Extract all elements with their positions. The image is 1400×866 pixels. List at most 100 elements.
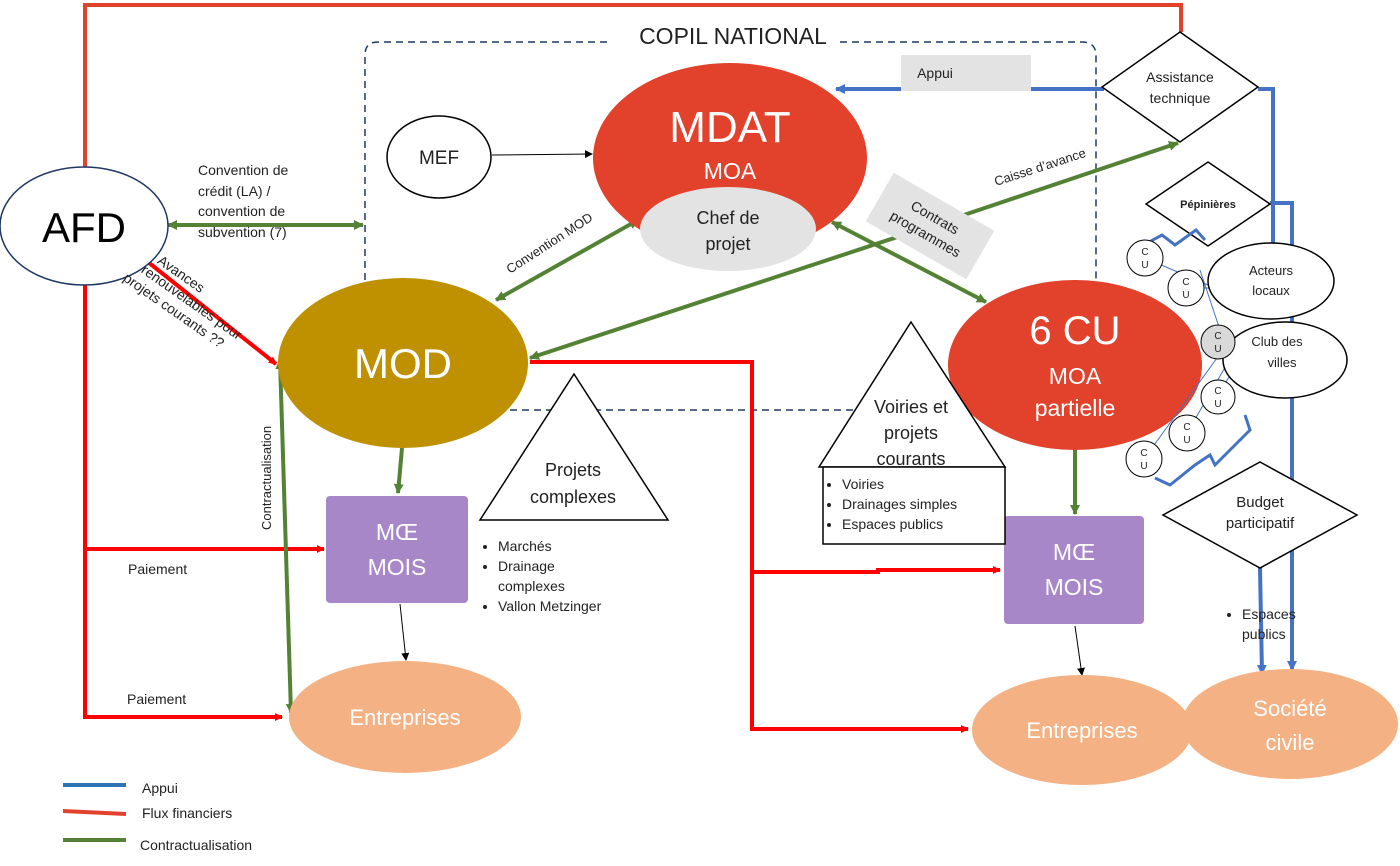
complexes-item: Drainage complexes <box>498 556 618 596</box>
entreprises-right-node <box>972 675 1192 785</box>
conv-credit-l4: subvention (7) <box>198 224 287 240</box>
appui-budget-down <box>1256 567 1267 675</box>
contract-flows <box>167 141 1179 714</box>
chef-de-projet-node <box>640 187 816 271</box>
cu-circle-4: CU <box>1200 379 1236 415</box>
convention-mod-label: Convention MOD <box>503 210 595 277</box>
societe-l1: Société <box>1253 696 1326 721</box>
svg-text:U: U <box>1214 399 1221 410</box>
contractualisation-vertical-label: Contractualisation <box>259 426 274 530</box>
contrats-programmes-box: Contrats programmes <box>865 172 995 280</box>
contract-mdat-cu <box>831 220 987 304</box>
assistance-technique-node <box>1100 31 1260 143</box>
svg-text:U: U <box>1183 435 1190 446</box>
contract-vertical <box>275 359 296 714</box>
mdat-sub: MOA <box>704 158 757 184</box>
svg-text:C: C <box>1182 277 1189 288</box>
legend-flux-swatch <box>62 809 127 816</box>
voiries-list-box <box>822 466 1006 545</box>
appui-box-label: Appui <box>917 65 953 81</box>
legend: Appui Flux financiers Contractualisation <box>62 780 252 853</box>
svg-text:C: C <box>1214 386 1221 397</box>
mod-node <box>278 278 528 448</box>
moe-box-left <box>326 496 468 603</box>
moe-left-l2: MOIS <box>368 554 427 580</box>
cu-circle-2: CU <box>1167 269 1205 307</box>
voiries-list: Voiries Drainages simples Espaces public… <box>822 474 1002 534</box>
cu-circle-3: CU <box>1200 324 1236 360</box>
bracket-top <box>1137 228 1207 250</box>
svg-text:C: C <box>1214 331 1221 342</box>
assistance-l1: Assistance <box>1146 69 1214 85</box>
svg-text:C: C <box>1183 422 1190 433</box>
complexes-item: Marchés <box>498 536 668 556</box>
svg-text:U: U <box>1140 461 1147 472</box>
moe-right-l2: MOIS <box>1045 574 1104 600</box>
acteurs-l1: Acteurs <box>1249 263 1294 278</box>
pepinieres-node <box>1144 161 1272 247</box>
cu-sub2: partielle <box>1035 395 1116 421</box>
svg-text:U: U <box>1182 290 1189 301</box>
arrow-moe-entreprises-left <box>399 603 410 661</box>
cu-sub1: MOA <box>1049 363 1102 389</box>
voiries-item: Espaces publics <box>842 514 1002 534</box>
assistance-l2: technique <box>1150 90 1211 106</box>
cu-title: 6 CU <box>1029 309 1120 353</box>
voiries-item: Voiries <box>842 474 1002 494</box>
svg-text:C: C <box>1140 448 1147 459</box>
chef-l1: Chef de <box>696 208 759 228</box>
mod-label: MOD <box>354 340 452 387</box>
afd-node <box>0 166 169 286</box>
complexes-list: Marchés Drainage complexes Vallon Metzin… <box>478 536 668 616</box>
flux-mod-right <box>530 360 969 733</box>
cu-circles: CU CU CU CU CU CU <box>1125 239 1236 478</box>
flux-top-line <box>83 3 1183 170</box>
cu-circle-6: CU <box>1125 440 1163 478</box>
triangle-projets-complexes <box>478 372 670 521</box>
contract-mdat-mod <box>495 218 639 302</box>
flux-afd-vertical <box>83 280 283 721</box>
voiries-item: Drainages simples <box>842 494 1002 514</box>
afd-label: AFD <box>42 204 126 251</box>
vt-l3: courants <box>876 449 945 469</box>
flux-moe-right <box>752 566 1001 574</box>
arrow-mef-mdat <box>491 150 593 159</box>
acteurs-l2: locaux <box>1252 283 1290 298</box>
legend-appui-label: Appui <box>142 780 178 796</box>
entreprises-left-label: Entreprises <box>349 705 460 730</box>
club-l2: villes <box>1268 355 1297 370</box>
societe-civile-node <box>1182 669 1398 779</box>
appui-box <box>901 55 1031 91</box>
moe-right-l1: MŒ <box>1053 539 1095 565</box>
vt-l2: projets <box>884 423 938 443</box>
caisse-avance-label: Caisse d’avance <box>992 145 1087 189</box>
conv-credit-l3: convention de <box>198 203 285 219</box>
societe-l2: civile <box>1266 730 1315 755</box>
acteurs-locaux-node <box>1207 242 1335 320</box>
svg-text:U: U <box>1214 344 1221 355</box>
pepinieres-label: Pépinières <box>1180 199 1236 211</box>
complexes-item: Vallon Metzinger <box>498 596 668 616</box>
svg-text:C: C <box>1141 247 1148 258</box>
bracket-bottom <box>1154 414 1252 487</box>
club-l1: Club des <box>1251 334 1303 349</box>
moe-box-right <box>1004 516 1144 624</box>
copil-title: COPIL NATIONAL <box>639 23 827 49</box>
budget-l2: participatif <box>1226 515 1295 532</box>
appui-at-down <box>1258 87 1275 246</box>
cu-circle-1: CU <box>1126 239 1164 277</box>
espaces-list: Espaces publics <box>1222 604 1332 644</box>
paiement-label-2: Paiement <box>127 691 186 707</box>
mdat-title: MDAT <box>669 103 790 152</box>
mef-node <box>386 115 492 199</box>
club-des-villes-node <box>1222 321 1348 399</box>
contract-caisse <box>954 141 1179 220</box>
flux-avances <box>146 260 278 366</box>
contract-cu-mod <box>529 216 956 360</box>
conv-credit-l2: crédit (LA) / <box>198 183 270 199</box>
legend-flux-label: Flux financiers <box>142 805 232 821</box>
budget-participatif-node <box>1161 461 1359 569</box>
conv-credit-l1: Convention de <box>198 162 289 178</box>
moe-left-l1: MŒ <box>376 519 418 545</box>
